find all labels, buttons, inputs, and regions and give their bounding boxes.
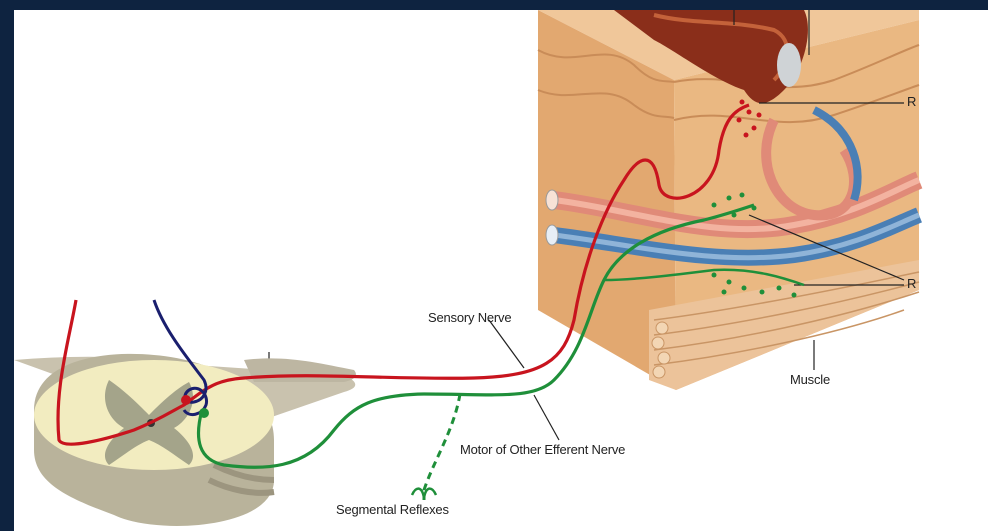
label-muscle: Muscle — [790, 372, 830, 387]
label-sensory-nerve: Sensory Nerve — [428, 310, 511, 325]
label-motor-nerve: Motor of Other Efferent Nerve — [460, 442, 625, 457]
label-receptor-top: R — [907, 94, 916, 109]
gland — [777, 43, 801, 87]
label-segmental-reflexes: Segmental Reflexes — [336, 502, 449, 517]
label-receptor-bottom: R — [907, 276, 916, 291]
diagram-panel: Sensory Nerve Motor of Other Efferent Ne… — [14, 10, 988, 531]
spinal-cord — [14, 354, 356, 526]
motor-neuron-body — [199, 408, 209, 418]
segmental-reflex-branch — [424, 394, 460, 500]
sensory-neuron-body — [181, 395, 191, 405]
